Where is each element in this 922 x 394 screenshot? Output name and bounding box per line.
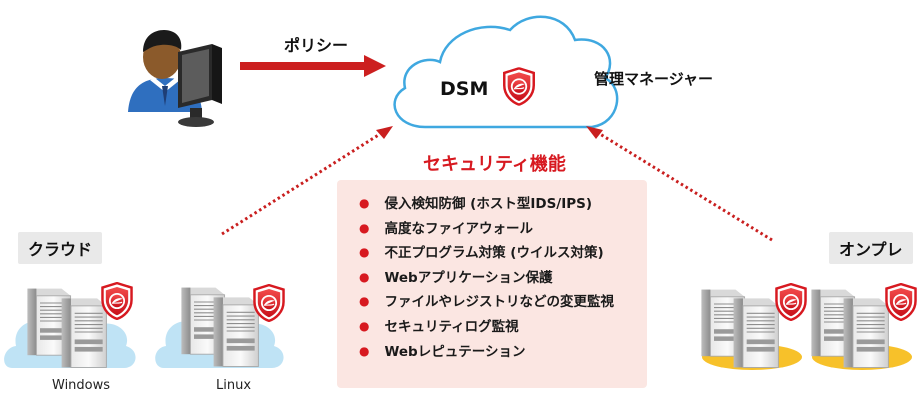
connector-right: [586, 126, 773, 242]
dsm-label: DSM: [440, 78, 489, 100]
feature-item: セキュリティログ監視: [359, 315, 647, 340]
feature-item: Webレピュテーション: [359, 340, 647, 365]
features-list: 侵入検知防御 (ホスト型IDS/IPS) 高度なファイアウォール 不正プログラム…: [337, 180, 647, 364]
feature-item: 不正プログラム対策 (ウイルス対策): [359, 241, 647, 266]
manager-caption: 管理マネージャー: [594, 70, 713, 88]
windows-label: Windows: [52, 378, 111, 393]
onprem-group-tag: オンプレ: [829, 232, 913, 264]
feature-item: 高度なファイアウォール: [359, 217, 647, 242]
onprem-server-left: [700, 283, 807, 370]
features-title: セキュリティ機能: [423, 154, 566, 175]
feature-item: 侵入検知防御 (ホスト型IDS/IPS): [359, 192, 647, 217]
administrator-icon: [128, 30, 222, 127]
features-panel: 侵入検知防御 (ホスト型IDS/IPS) 高度なファイアウォール 不正プログラム…: [337, 180, 647, 388]
cloud-server-linux: [155, 284, 285, 368]
onprem-server-right: [810, 283, 917, 370]
connector-left: [221, 126, 393, 236]
feature-item: ファイルやレジストリなどの変更監視: [359, 290, 647, 315]
cloud-group-tag: クラウド: [18, 232, 103, 264]
linux-label: Linux: [216, 378, 252, 393]
cloud-server-windows: [4, 282, 136, 369]
policy-label: ポリシー: [284, 36, 349, 55]
trend-shield-icon: [503, 67, 535, 106]
policy-arrow: [240, 55, 386, 77]
feature-item: Webアプリケーション保護: [359, 266, 647, 291]
